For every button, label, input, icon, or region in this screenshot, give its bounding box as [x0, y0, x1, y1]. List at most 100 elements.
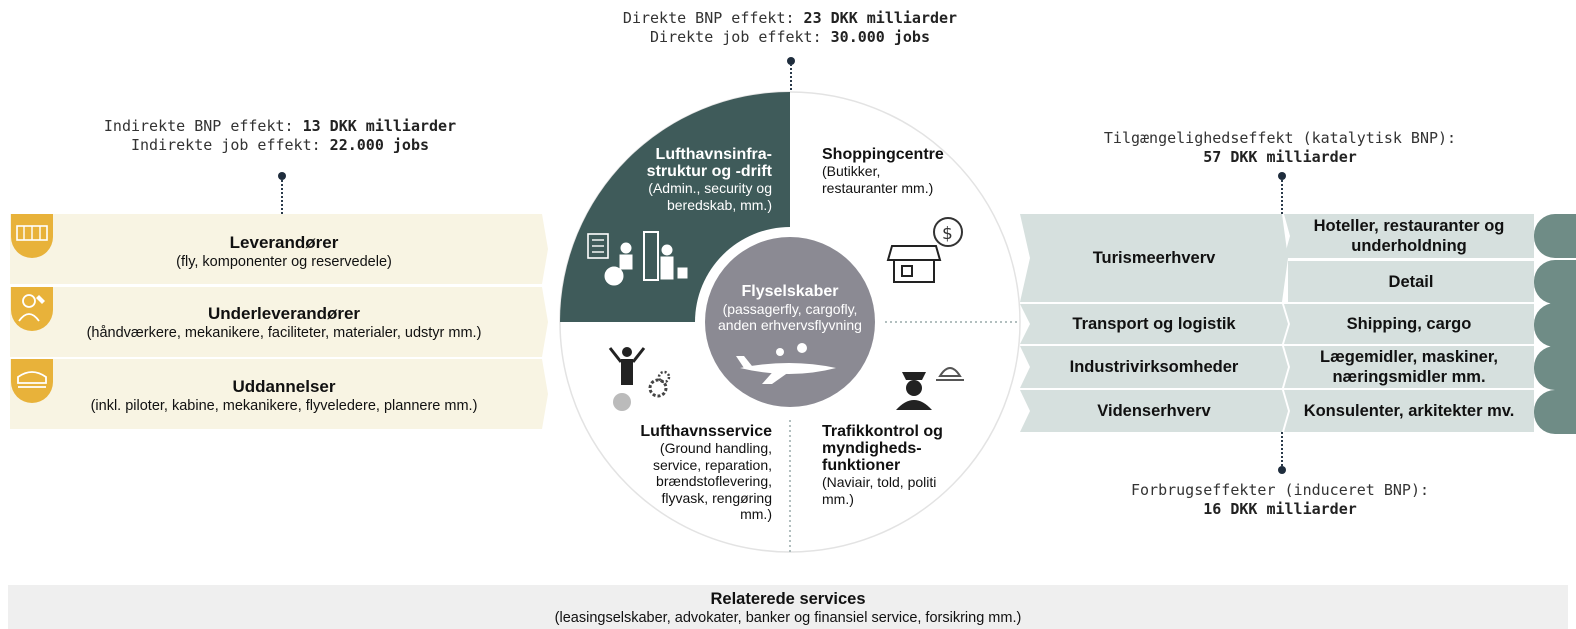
cart-icon	[1534, 260, 1576, 304]
induced-effect-text: Forbrugseffekter (induceret BNP): 16 DKK…	[1080, 481, 1480, 519]
direct-job-label: Direkte job effekt:	[650, 28, 831, 46]
tourism-detail-hotels: Hoteller, restauranter og underholdning	[1284, 214, 1534, 258]
transport-detail-label: Shipping, cargo	[1346, 315, 1472, 333]
airport-service-sub-3: brændstoflevering,	[656, 473, 772, 489]
airlines-sub-2: anden erhvervsflyvning	[718, 317, 862, 333]
wrench-person-icon	[11, 287, 53, 331]
indirect-job-label: Indirekte job effekt:	[130, 136, 330, 154]
tourism-sector: Turismeerhverv	[1020, 214, 1288, 302]
shopping-title: Shoppingcentre	[822, 146, 944, 163]
induced-connector-dot	[1278, 466, 1286, 474]
infrastructure-text: Lufthavnsinfra- struktur og -drift (Admi…	[600, 146, 772, 213]
svg-text:$: $	[942, 224, 953, 244]
tourist-icon	[1534, 214, 1576, 258]
airlines-title: Flyselskaber	[741, 283, 839, 300]
tourism-detail-retail: Detail	[1288, 261, 1534, 302]
airport-service-sub-1: (Ground handling,	[659, 440, 772, 456]
police-icon	[896, 367, 964, 410]
direct-bnp-value: 23 DKK milliarder	[803, 9, 958, 27]
ecosystem-circle: $	[559, 91, 1021, 553]
airlines-sub-1: (passagerfly, cargofly,	[722, 301, 858, 317]
airport-service-sub-5: mm.)	[740, 506, 772, 522]
education-band	[10, 359, 548, 429]
airlines-text: Flyselskaber (passagerfly, cargofly, and…	[690, 283, 890, 333]
traffic-control-title-2: myndigheds-	[822, 440, 922, 457]
related-services-band	[8, 585, 1568, 629]
indirect-bnp-value: 13 DKK milliarder	[302, 117, 457, 135]
induced-value: 16 DKK milliarder	[1203, 500, 1357, 518]
indirect-effect-text: Indirekte BNP effekt: 13 DKK milliarder …	[50, 117, 510, 155]
subcontractor-subtitle: (håndværkere, mekanikere, faciliteter, m…	[86, 325, 482, 341]
education-title: Uddannelser	[232, 377, 336, 396]
transport-detail: Shipping, cargo	[1284, 304, 1534, 344]
direct-effect-text: Direkte BNP effekt: 23 DKK milliarder Di…	[560, 9, 1020, 47]
infrastructure-sub-2: beredskab, mm.)	[666, 196, 772, 213]
transport-sector: Transport og logistik	[1020, 304, 1288, 344]
supplier-title: Leverandører	[229, 233, 339, 252]
knowledge-detail-label: Konsulenter, arkitekter mv.	[1303, 402, 1515, 420]
indirect-connector-line	[281, 180, 283, 214]
industry-detail: Lægemidler, maskiner, næringsmidler mm.	[1284, 346, 1534, 388]
catalytic-effect-text: Tilgængelighedseffekt (katalytisk BNP): …	[1080, 129, 1480, 167]
direct-bnp-label: Direkte BNP effekt:	[622, 9, 804, 27]
traffic-control-sub-2: mm.)	[822, 490, 854, 507]
knowledge-sector: Videnserhverv	[1020, 390, 1288, 432]
subcontractor-title: Underleverandører	[207, 304, 361, 323]
catalytic-value: 57 DKK milliarder	[1203, 148, 1357, 166]
infrastructure-title-1: Lufthavnsinfra-	[655, 146, 772, 163]
catalytic-connector-line	[1281, 180, 1283, 214]
indirect-bnp-label: Indirekte BNP effekt:	[103, 117, 303, 135]
airport-service-sub-4: flyvask, rengøring	[661, 489, 772, 506]
industry-detail-label: Lægemidler, maskiner, næringsmidler mm.	[1320, 348, 1498, 386]
education-subtitle: (inkl. piloter, kabine, mekanikere, flyv…	[90, 398, 478, 414]
transport-sector-label: Transport og logistik	[1072, 315, 1236, 333]
induced-value-line: 16 DKK milliarder	[1080, 500, 1480, 519]
airplane-icon	[736, 343, 836, 384]
industry-sector-label: Industrivirksomheder	[1069, 358, 1239, 376]
direct-job-value: 30.000 jobs	[830, 28, 930, 46]
induced-connector-line	[1281, 432, 1283, 466]
knowledge-detail: Konsulenter, arkitekter mv.	[1284, 390, 1534, 432]
traffic-control-title-1: Trafikkontrol og	[822, 423, 943, 440]
indirect-job-value: 22.000 jobs	[329, 136, 430, 154]
shop-icon: $	[886, 217, 963, 283]
indirect-job-line: Indirekte job effekt: 22.000 jobs	[50, 136, 510, 155]
ship-icon	[1534, 303, 1576, 347]
idea-people-icon	[1534, 390, 1576, 434]
supplier-icon	[11, 214, 53, 258]
pilot-cap-icon	[11, 359, 53, 403]
tourism-detail-hotels-label: Hoteller, restauranter og underholdning	[1313, 217, 1505, 255]
shopping-text: Shoppingcentre (Butikker, restauranter m…	[822, 146, 992, 196]
industry-sector: Industrivirksomheder	[1020, 346, 1288, 388]
supplier-subtitle: (fly, komponenter og reservedele)	[176, 254, 392, 270]
knowledge-sector-label: Videnserhverv	[1097, 402, 1211, 420]
direct-job-line: Direkte job effekt: 30.000 jobs	[560, 28, 1020, 47]
shopping-sub-1: (Butikker,	[822, 163, 881, 179]
tourism-sector-label: Turismeerhverv	[1092, 249, 1216, 267]
traffic-control-sub-1: (Naviair, told, politi	[822, 474, 937, 490]
catalytic-connector-dot	[1278, 172, 1286, 180]
direct-connector-line	[790, 64, 792, 94]
traffic-control-text: Trafikkontrol og myndigheds- funktioner …	[822, 423, 992, 507]
airport-service-title: Lufthavnsservice	[640, 423, 772, 440]
tourism-detail-retail-label: Detail	[1388, 272, 1434, 291]
catalytic-label: Tilgængelighedseffekt (katalytisk BNP):	[1103, 129, 1457, 147]
direct-bnp-line: Direkte BNP effekt: 23 DKK milliarder	[560, 9, 1020, 28]
infrastructure-title-2: struktur og -drift	[646, 163, 772, 180]
related-services-subtitle: (leasingselskaber, advokater, banker og …	[554, 610, 1022, 626]
indirect-connector-dot	[278, 172, 286, 180]
direct-connector-dot	[787, 57, 795, 65]
supplier-band	[10, 214, 548, 284]
heart-pulse-icon	[1534, 346, 1576, 390]
shopping-sub-2: restauranter mm.)	[822, 179, 934, 196]
induced-label: Forbrugseffekter (induceret BNP):	[1130, 481, 1429, 499]
catalytic-value-line: 57 DKK milliarder	[1080, 148, 1480, 167]
ground-service-icon	[608, 347, 671, 411]
infrastructure-icon	[587, 231, 688, 286]
airport-service-text: Lufthavnsservice (Ground handling, servi…	[600, 423, 772, 523]
infrastructure-sub-1: (Admin., security og	[648, 180, 772, 196]
traffic-control-title-3: funktioner	[822, 457, 901, 474]
related-services-title: Relaterede services	[710, 590, 866, 608]
airport-service-sub-2: service, reparation,	[652, 456, 772, 473]
indirect-bnp-line: Indirekte BNP effekt: 13 DKK milliarder	[50, 117, 510, 136]
